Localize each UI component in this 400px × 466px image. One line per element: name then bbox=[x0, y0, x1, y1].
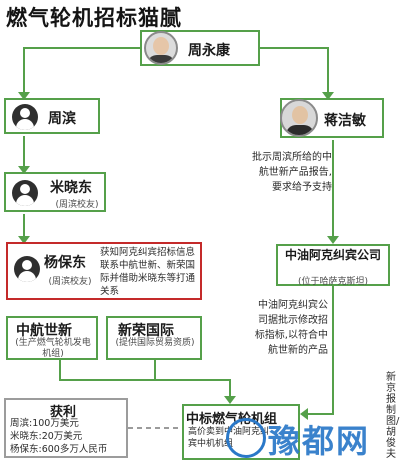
avic-shixin-name: 中航世新 bbox=[16, 323, 72, 339]
node-yang-baodong: 杨保东 (周滨校友) 获知阿克纠宾招标信息联系中航世新、新荣国际并借助米晓东等打… bbox=[6, 242, 202, 300]
watermark-text: 豫都网 bbox=[268, 422, 371, 460]
node-cnpc-aktobe: 中油阿克纠宾公司 (位于哈萨克斯坦) bbox=[276, 244, 390, 287]
connector-zhouyongkang-jiangjiemin bbox=[260, 47, 329, 92]
node-zhou-bin: 周滨 bbox=[4, 98, 100, 134]
xinrong-sub: (提供国际贸易资质) bbox=[115, 338, 195, 348]
yang-baodong-name: 杨保东 bbox=[44, 255, 86, 271]
person-silhouette-icon bbox=[12, 104, 38, 130]
arrow-jiangjiemin bbox=[322, 92, 334, 100]
person-silhouette-icon bbox=[14, 256, 40, 282]
connector-orgs-turbine bbox=[59, 360, 231, 398]
arrow-turbine-top bbox=[224, 396, 236, 404]
zhou-bin-name: 周滨 bbox=[48, 111, 76, 127]
person-silhouette-icon bbox=[12, 180, 38, 206]
node-zhou-yongkang: 周永康 bbox=[140, 30, 260, 66]
watermark-logo-icon bbox=[226, 418, 266, 458]
avic-shixin-sub: (生产燃气轮机发电机组) bbox=[15, 338, 91, 359]
arrow-turbine-right bbox=[300, 408, 308, 420]
credit-vertical: 新京报制图/胡俊夫 bbox=[386, 372, 400, 460]
node-profit: 获利 周滨:100万美元 米晓东:20万美元 杨保东:600多万人民币 bbox=[4, 398, 128, 458]
cnpc-aktobe-name: 中油阿克纠宾公司 bbox=[284, 248, 381, 262]
yang-baodong-sub: (周滨校友) bbox=[48, 277, 92, 287]
arrow-zhoubin bbox=[18, 92, 30, 100]
connector-aktobe-turbine bbox=[308, 286, 334, 415]
bid-info-note: 获知阿克纠宾招标信息联系中航世新、新荣国际并借助米晓东等打通关系 bbox=[100, 247, 196, 297]
arrow-yangbaodong bbox=[18, 236, 30, 244]
zhou-yongkang-name: 周永康 bbox=[188, 43, 230, 59]
profit-item-mi-xiaodong: 米晓东:20万美元 bbox=[10, 431, 83, 442]
page-title: 燃气轮机招标猫腻 bbox=[6, 6, 182, 30]
xinrong-name: 新荣国际 bbox=[118, 323, 174, 339]
node-avic-shixin: 中航世新 (生产燃气轮机发电机组) bbox=[6, 316, 98, 360]
approval-note: 批示周滨所给的中航世新产品报告,要求给予支持 bbox=[252, 152, 332, 193]
mi-xiaodong-sub: (周滨校友) bbox=[55, 200, 99, 210]
jiang-jiemin-photo bbox=[280, 99, 318, 137]
arrow-aktobe bbox=[327, 236, 339, 244]
modify-note: 中油阿克纠宾公司据批示修改招标指标,以符合中航世新的产品 bbox=[254, 300, 328, 356]
connector-zhouyongkang-zhoubin bbox=[23, 47, 140, 92]
node-xinrong: 新荣国际 (提供国际贸易资质) bbox=[106, 316, 202, 360]
arrow-mixiaodong bbox=[18, 166, 30, 174]
profit-title: 获利 bbox=[50, 405, 77, 420]
profit-list: 周滨:100万美元 米晓东:20万美元 杨保东:600多万人民币 bbox=[10, 417, 107, 456]
node-jiang-jiemin: 蒋洁敏 bbox=[280, 98, 384, 138]
mi-xiaodong-name: 米晓东 bbox=[50, 180, 92, 196]
profit-item-zhou-bin: 周滨:100万美元 bbox=[10, 418, 79, 429]
node-mi-xiaodong: 米晓东 (周滨校友) bbox=[4, 172, 106, 212]
cnpc-aktobe-sub: (位于哈萨克斯坦) bbox=[297, 277, 369, 287]
profit-item-yang-baodong: 杨保东:600多万人民币 bbox=[10, 444, 108, 455]
zhou-yongkang-photo bbox=[144, 31, 178, 65]
jiang-jiemin-name: 蒋洁敏 bbox=[324, 113, 366, 129]
